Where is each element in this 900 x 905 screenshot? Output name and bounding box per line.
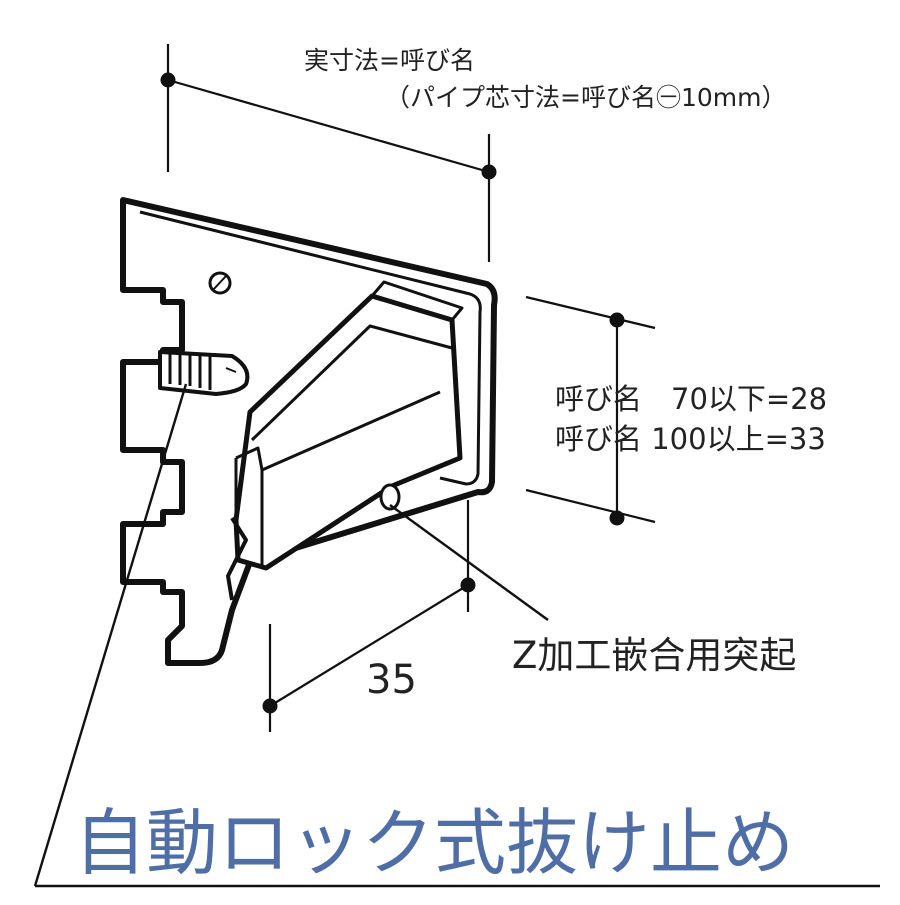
dimension-height-label-100: 呼び名 100以上=33 <box>555 422 826 456</box>
auto-lock-latch <box>158 350 250 396</box>
projection-callout-label: Z加工嵌合用突起 <box>512 634 796 677</box>
dimension-top-width <box>160 44 497 262</box>
screw-hole-icon <box>208 271 232 295</box>
plate-rim <box>139 210 482 486</box>
dimension-top-label: 実寸法=呼び名 <box>304 46 475 75</box>
dimension-top-sublabel: （パイプ芯寸法=呼び名㊀10mm） <box>385 83 786 112</box>
z-projection <box>379 483 401 511</box>
dimension-height <box>525 295 656 526</box>
dimension-depth <box>262 500 476 732</box>
dimension-depth-label: 35 <box>366 657 417 703</box>
caption-auto-lock: 自動ロック式抜け止め <box>74 801 794 885</box>
leader-lines <box>33 383 880 888</box>
dimension-height-label-70: 呼び名 70以下=28 <box>555 382 827 416</box>
